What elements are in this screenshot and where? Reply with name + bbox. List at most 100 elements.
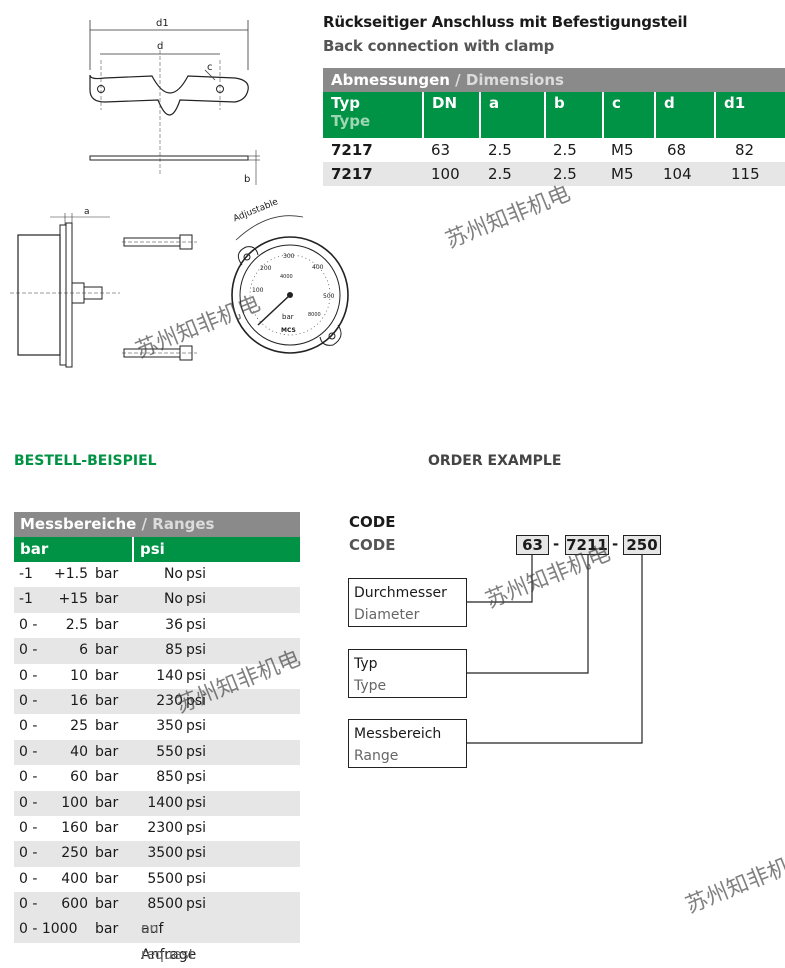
col-b: b xyxy=(545,92,604,138)
range-unit: bar xyxy=(95,870,119,887)
range-psi-unit: psi xyxy=(186,692,207,709)
range-psi: No xyxy=(163,566,183,582)
range-from: 0 - xyxy=(19,819,38,836)
range-psi-unit: psi xyxy=(186,896,207,913)
section-title-en: Back connection with clamp xyxy=(323,37,555,55)
range-psi-unit: psi xyxy=(186,870,207,887)
range-unit: bar xyxy=(95,819,119,836)
range-from: 0 - xyxy=(19,718,38,735)
range-psi: 5500 xyxy=(147,870,183,887)
bestell-heading: BESTELL-BEISPIEL xyxy=(14,453,157,469)
range-to: 25 xyxy=(70,718,88,735)
range-psi: 230 xyxy=(156,692,183,709)
clamp-drawing xyxy=(89,20,260,185)
range-to: 250 xyxy=(61,845,88,862)
code-label-de: CODE xyxy=(349,513,396,531)
code-dash: - xyxy=(553,535,560,553)
range-from: 0 - xyxy=(19,896,38,913)
range-to: 400 xyxy=(61,870,88,887)
col-dn: DN xyxy=(423,92,481,138)
gauge-scale-5: 4000 xyxy=(280,274,293,280)
dim-label-d1: d1 xyxy=(156,18,169,29)
range-psi: 140 xyxy=(156,667,183,684)
table-row: 7217 100 2.5 2.5 M5 104 115 xyxy=(323,162,785,186)
range-unit: bar xyxy=(95,896,119,913)
range-to: +15 xyxy=(58,591,88,608)
range-unit: bar xyxy=(95,566,119,582)
range-psi: 1400 xyxy=(147,794,183,811)
range-psi-unit: psi xyxy=(186,769,207,786)
range-psi: 2300 xyxy=(147,819,183,836)
range-unit: bar xyxy=(95,667,119,684)
gauge-scale-0: 300 xyxy=(283,253,295,260)
range-from: 0 - xyxy=(19,667,38,684)
col-d1: d1 xyxy=(715,92,785,138)
col-d: d xyxy=(655,92,716,138)
code-dash: - xyxy=(612,535,619,553)
ranges-header: bar psi xyxy=(14,537,300,562)
range-unit: bar xyxy=(95,794,119,811)
code-part-diameter: 63 xyxy=(516,535,549,555)
range-unit: bar xyxy=(95,692,119,709)
gauge-brand-label: MCS xyxy=(281,327,296,334)
watermark-text: 苏州知非机电 xyxy=(682,846,785,919)
range-to: 10 xyxy=(70,667,88,684)
range-to: 16 xyxy=(70,692,88,709)
range-psi-unit: psi xyxy=(186,667,207,684)
range-psi-unit: psi xyxy=(186,718,207,735)
ranges-title: Messbereiche / Ranges xyxy=(14,512,300,537)
screw-top-drawing xyxy=(122,234,197,250)
range-psi: 85 xyxy=(165,642,183,659)
range-psi-unit: psi xyxy=(186,794,207,811)
range-psi-unit: psi xyxy=(186,566,207,582)
col-c: c xyxy=(603,92,656,138)
range-to: 160 xyxy=(61,819,88,836)
range-unit: bar xyxy=(95,845,119,862)
range-from: 0 - xyxy=(19,769,38,786)
code-connector-lines xyxy=(467,555,643,744)
screw-bottom-drawing xyxy=(122,345,197,361)
range-psi: 550 xyxy=(156,743,183,760)
code-part-type: 7211 xyxy=(565,535,609,555)
range-psi-unit: psi xyxy=(186,845,207,862)
table-row: 0 - 1000 bar auf Anfrage on request xyxy=(14,917,300,963)
dim-label-d: d xyxy=(157,41,164,52)
range-from: -1 xyxy=(19,591,33,608)
code-part-range: 250 xyxy=(623,535,661,555)
gauge-unit-label: bar xyxy=(282,313,294,321)
range-from: 0 - xyxy=(19,794,38,811)
range-from: 0 - xyxy=(19,845,38,862)
range-from: 0 - xyxy=(19,616,38,633)
range-psi-unit: psi xyxy=(186,642,207,659)
col-psi: psi xyxy=(140,540,165,558)
watermark-text: 苏州知非机电 xyxy=(442,181,575,254)
gauge-scale-2: 400 xyxy=(312,264,324,271)
dim-label-b: b xyxy=(244,174,251,185)
col-bar: bar xyxy=(14,537,134,562)
range-from: 0 - xyxy=(19,743,38,760)
range-unit: bar xyxy=(95,718,119,735)
range-psi-unit: psi xyxy=(186,819,207,836)
order-example-heading: ORDER EXAMPLE xyxy=(428,453,562,469)
range-psi: 8500 xyxy=(147,896,183,913)
code-label-en: CODE xyxy=(349,536,396,554)
range-psi: 36 xyxy=(165,616,183,633)
range-from: 0 - xyxy=(19,642,38,659)
range-from: 0 - xyxy=(19,692,38,709)
